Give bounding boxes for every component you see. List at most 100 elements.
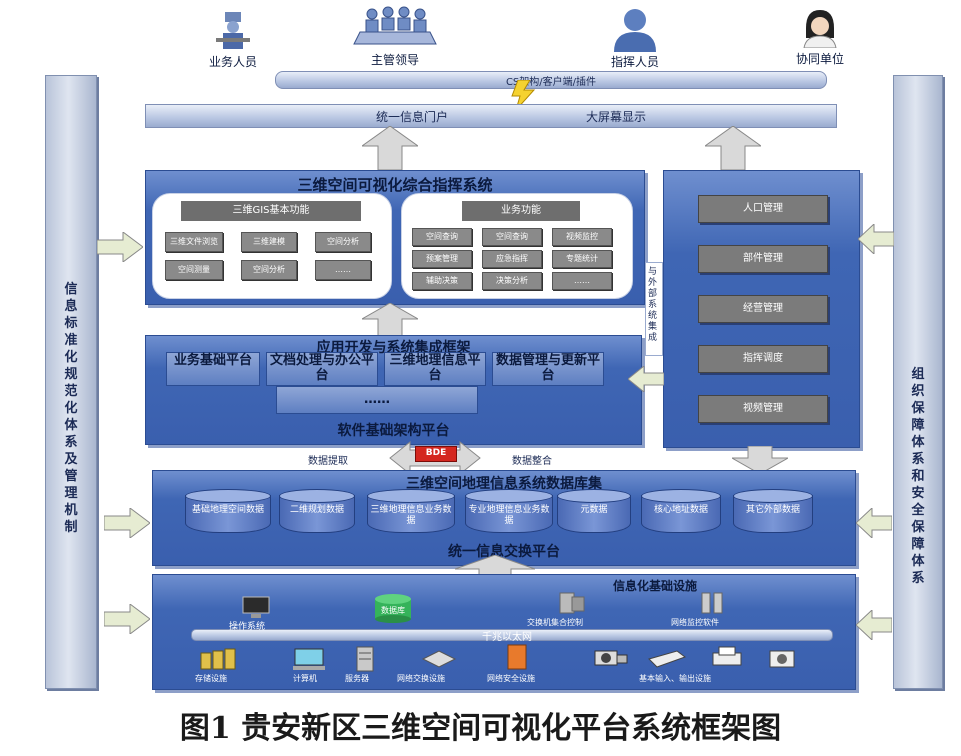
management-item: 视频管理 xyxy=(698,395,828,423)
bde-label: BDE xyxy=(425,448,447,458)
business-func: …… xyxy=(552,272,612,290)
network-switch-icon xyxy=(421,650,457,668)
data-integrate-label: 数据整合 xyxy=(512,456,552,467)
portal-left-label: 统一信息门户 xyxy=(376,110,449,124)
infra-label: 计算机 xyxy=(293,674,317,683)
right-arrow-icon xyxy=(104,508,150,538)
business-func: 专题统计 xyxy=(552,250,612,268)
up-arrow-icon xyxy=(362,126,418,170)
server-rack-icon xyxy=(701,592,723,614)
ethernet-bus: 千兆以太网 xyxy=(191,629,833,643)
db-cylinder-label: 三维地理信息业务数据 xyxy=(370,505,452,526)
monitor-icon xyxy=(242,596,270,618)
infrastructure-title: 信息化基础设施 xyxy=(613,579,698,593)
left-arrow-icon xyxy=(856,508,892,538)
user-clerk: 业务人员 xyxy=(198,8,268,69)
storage-icon xyxy=(200,648,236,670)
management-item: 人口管理 xyxy=(698,195,828,223)
platform-tab: 数据管理与更新平台 xyxy=(492,352,604,386)
business-func: 辅助决策 xyxy=(412,272,472,290)
left-pillar: 信息标准化规范化体系及管理机制 xyxy=(45,75,97,689)
platform-tab: 文档处理与办公平台 xyxy=(266,352,378,386)
portal-bar: 统一信息门户 大屏幕显示 xyxy=(145,104,837,128)
db-cylinder-label: 其它外部数据 xyxy=(745,505,800,515)
right-pillar: 组织保障体系和安全保障体系 xyxy=(893,75,943,689)
right-arrow-icon xyxy=(104,604,150,634)
up-arrow-icon xyxy=(455,555,535,585)
db-cylinder-label: 核心地址数据 xyxy=(653,505,708,515)
infra-label: 网络安全设施 xyxy=(487,674,535,683)
management-item: 部件管理 xyxy=(698,245,828,273)
gis-func: 空间分析 xyxy=(315,232,371,252)
gis-func: 三维建模 xyxy=(241,232,297,252)
db-cylinder-label: 二维规划数据 xyxy=(289,505,344,515)
platform-tab: 三维地理信息平台 xyxy=(384,352,486,386)
gis-func: 空间测量 xyxy=(165,260,223,280)
db-cylinder: 专业地理信息业务数据 xyxy=(465,489,553,533)
gis-func: 空间分析 xyxy=(241,260,297,280)
app-platform-panel: 应用开发与系统集成框架 业务基础平台 文档处理与办公平台 三维地理信息平台 数据… xyxy=(145,335,642,445)
projector-icon xyxy=(769,650,795,668)
platform-tab: 业务基础平台 xyxy=(166,352,260,386)
database-title: 三维空间地理信息系统数据库集 xyxy=(406,476,602,492)
infra-label: 网络交换设施 xyxy=(397,674,445,683)
infra-label: 交换机集合控制 xyxy=(527,618,583,627)
management-item: 指挥调度 xyxy=(698,345,828,373)
scanner-icon xyxy=(648,650,687,668)
user-label: 协同单位 xyxy=(795,52,844,66)
right-arrow-icon xyxy=(97,232,143,262)
up-arrow-icon xyxy=(362,303,418,339)
right-pillar-text: 组织保障体系和安全保障体系 xyxy=(911,367,925,586)
db-cylinder: 基础地理空间数据 xyxy=(185,489,271,533)
command-system-panel: 三维空间可视化综合指挥系统 三维GIS基本功能 三维文件浏览 三维建模 空间分析… xyxy=(145,170,645,305)
clerk-person-icon xyxy=(216,12,250,49)
business-box-title: 业务功能 xyxy=(462,201,580,221)
up-arrow-icon xyxy=(705,126,761,170)
infra-label: 网络监控软件 xyxy=(671,618,719,627)
connector-box: 与外部系统集成 xyxy=(645,262,663,356)
business-func: 空间查询 xyxy=(412,228,472,246)
cs-bar: CS架构/客户端/插件 xyxy=(275,71,827,89)
db-cylinder: 其它外部数据 xyxy=(733,489,813,533)
user-label: 主管领导 xyxy=(370,53,419,67)
cs-bar-label: CS架构/客户端/插件 xyxy=(505,77,597,88)
firewall-icon xyxy=(507,644,527,670)
user-commander: 指挥人员 xyxy=(600,6,670,69)
user-label: 业务人员 xyxy=(208,55,257,69)
business-func: 应急指挥 xyxy=(482,250,542,268)
lightning-icon xyxy=(511,80,536,110)
db-cylinder-label: 基础地理空间数据 xyxy=(191,505,264,515)
data-extract-label: 数据提取 xyxy=(308,456,348,467)
gis-func: 三维文件浏览 xyxy=(165,232,223,252)
infrastructure-panel: 信息化基础设施 千兆以太网 操作系统 数据库 交换机集合控制 网络监控软件 存储… xyxy=(152,574,856,690)
infra-label: 基本输入、输出设施 xyxy=(639,674,711,683)
db-cylinder: 三维地理信息业务数据 xyxy=(367,489,455,533)
ethernet-label: 千兆以太网 xyxy=(482,632,532,643)
business-func: 空间查询 xyxy=(482,228,542,246)
gis-func: …… xyxy=(315,260,371,280)
left-arrow-icon xyxy=(628,366,664,392)
connector-label: 与外部系统集成 xyxy=(648,267,658,343)
user-partner: 协同单位 xyxy=(780,8,860,68)
db-cylinder: 核心地址数据 xyxy=(641,489,721,533)
server-icon xyxy=(356,646,374,672)
user-leader: 主管领导 xyxy=(350,4,440,68)
meeting-group-icon xyxy=(353,6,437,45)
business-func: 预案管理 xyxy=(412,250,472,268)
db-cylinder-label: 专业地理信息业务数据 xyxy=(468,505,550,526)
db-cylinder-label: 元数据 xyxy=(580,505,608,515)
infra-label: 操作系统 xyxy=(229,622,266,632)
app-platform-footer: 软件基础架构平台 xyxy=(337,423,450,439)
gis-box-title: 三维GIS基本功能 xyxy=(181,201,361,221)
business-box: 业务功能 空间查询 空间查询 视频监控 预案管理 应急指挥 专题统计 辅助决策 … xyxy=(401,193,633,299)
gis-box: 三维GIS基本功能 三维文件浏览 三维建模 空间分析 空间测量 空间分析 …… xyxy=(152,193,392,299)
bde-badge: BDE xyxy=(415,446,457,462)
portal-right-label: 大屏幕显示 xyxy=(586,110,647,124)
infra-label: 服务器 xyxy=(345,674,369,683)
db-cylinder: 二维规划数据 xyxy=(279,489,355,533)
management-item: 经营管理 xyxy=(698,295,828,323)
computer-icon xyxy=(293,648,325,670)
camera-icon xyxy=(594,650,628,666)
database-icon xyxy=(375,594,411,623)
printer-icon xyxy=(712,646,742,666)
